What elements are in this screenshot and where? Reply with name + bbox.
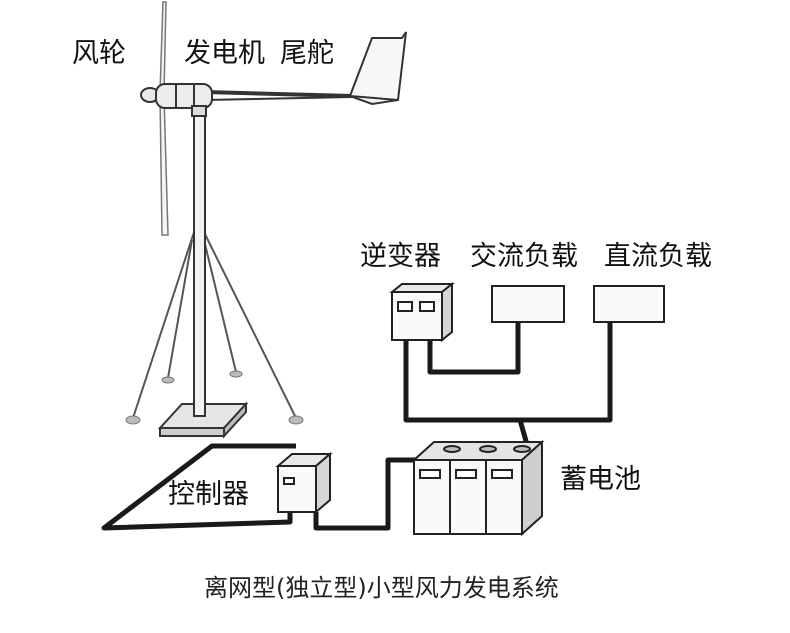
generator-nacelle [140, 83, 213, 117]
guy-anchors [125, 370, 304, 425]
inverter-box [389, 281, 455, 343]
wire-controller-battery [313, 457, 434, 531]
battery-label: 蓄电池 [560, 464, 641, 495]
tower-mast [193, 109, 206, 417]
wire-tower-controller [101, 443, 296, 531]
dc-load-box [593, 285, 665, 323]
tail-vane-label: 尾舵 [280, 38, 334, 69]
ac-load-label: 交流负载 [470, 241, 578, 272]
battery-bank [411, 439, 545, 537]
inverter-label: 逆变器 [360, 241, 441, 272]
rotor-label: 风轮 [72, 38, 126, 69]
controller-box [275, 451, 333, 515]
generator-label: 发电机 [184, 38, 265, 69]
rotor-blades [159, 1, 169, 236]
controller-label: 控制器 [168, 479, 249, 510]
ac-load-box [491, 285, 565, 323]
tail-vane [204, 31, 407, 106]
diagram-caption: 离网型(独立型)小型风力发电系统 [204, 574, 559, 602]
guy-wires [132, 219, 297, 419]
dc-load-label: 直流负载 [604, 241, 712, 272]
